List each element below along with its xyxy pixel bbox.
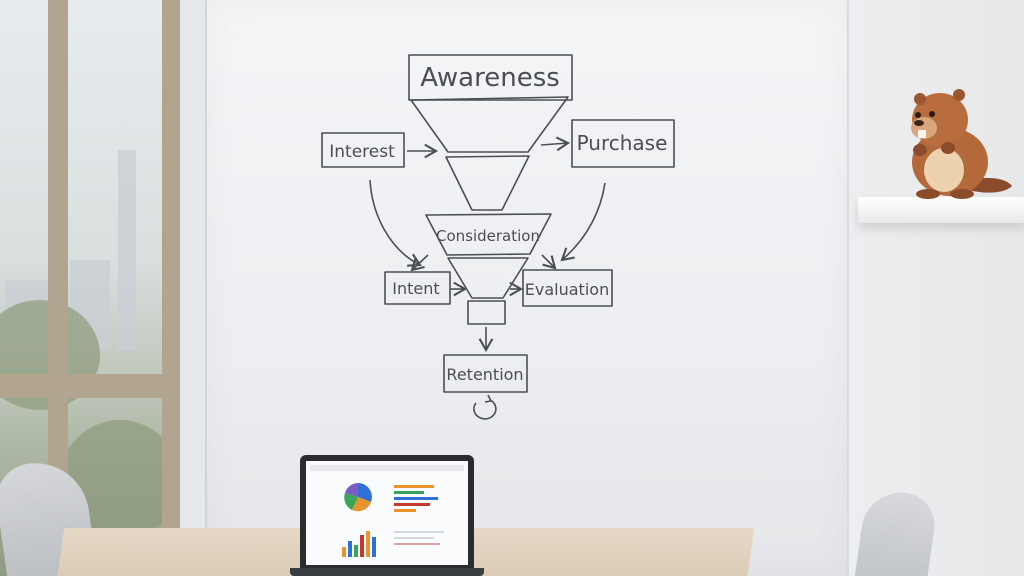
consideration-funnel bbox=[425, 213, 552, 256]
purchase-label: Purchase bbox=[577, 131, 668, 155]
purchase-box bbox=[571, 119, 675, 168]
funnel-lower bbox=[447, 257, 529, 299]
window-frame bbox=[162, 0, 180, 576]
wall-shelf bbox=[858, 197, 1024, 223]
pie-chart bbox=[344, 483, 372, 512]
arrow bbox=[410, 254, 429, 272]
window-frame bbox=[48, 0, 68, 576]
bar-chart bbox=[394, 485, 438, 512]
column-chart bbox=[342, 531, 376, 557]
funnel-top bbox=[410, 96, 569, 153]
laptop-keyboard bbox=[290, 568, 484, 576]
intent-box bbox=[384, 271, 451, 305]
arrow bbox=[560, 182, 606, 262]
retention-label: Retention bbox=[446, 365, 523, 384]
consideration-label: Consideration bbox=[436, 227, 540, 245]
laptop bbox=[300, 455, 474, 571]
arrow bbox=[540, 136, 571, 152]
arrow bbox=[541, 254, 557, 270]
awareness-box bbox=[408, 54, 573, 101]
retention-box bbox=[443, 354, 528, 393]
funnel-middle bbox=[445, 155, 530, 211]
awareness-label: Awareness bbox=[420, 63, 560, 93]
building bbox=[118, 150, 136, 350]
funnel-spout bbox=[467, 300, 506, 325]
refresh-icon bbox=[473, 394, 497, 420]
evaluation-label: Evaluation bbox=[525, 280, 609, 299]
arrow bbox=[369, 179, 422, 267]
interest-label: Interest bbox=[329, 142, 395, 162]
interest-box bbox=[321, 132, 405, 168]
intent-label: Intent bbox=[392, 279, 439, 298]
window-frame bbox=[0, 374, 180, 398]
dashboard bbox=[310, 465, 464, 557]
laptop-screen bbox=[306, 461, 468, 565]
beaver-figurine bbox=[911, 89, 1012, 199]
